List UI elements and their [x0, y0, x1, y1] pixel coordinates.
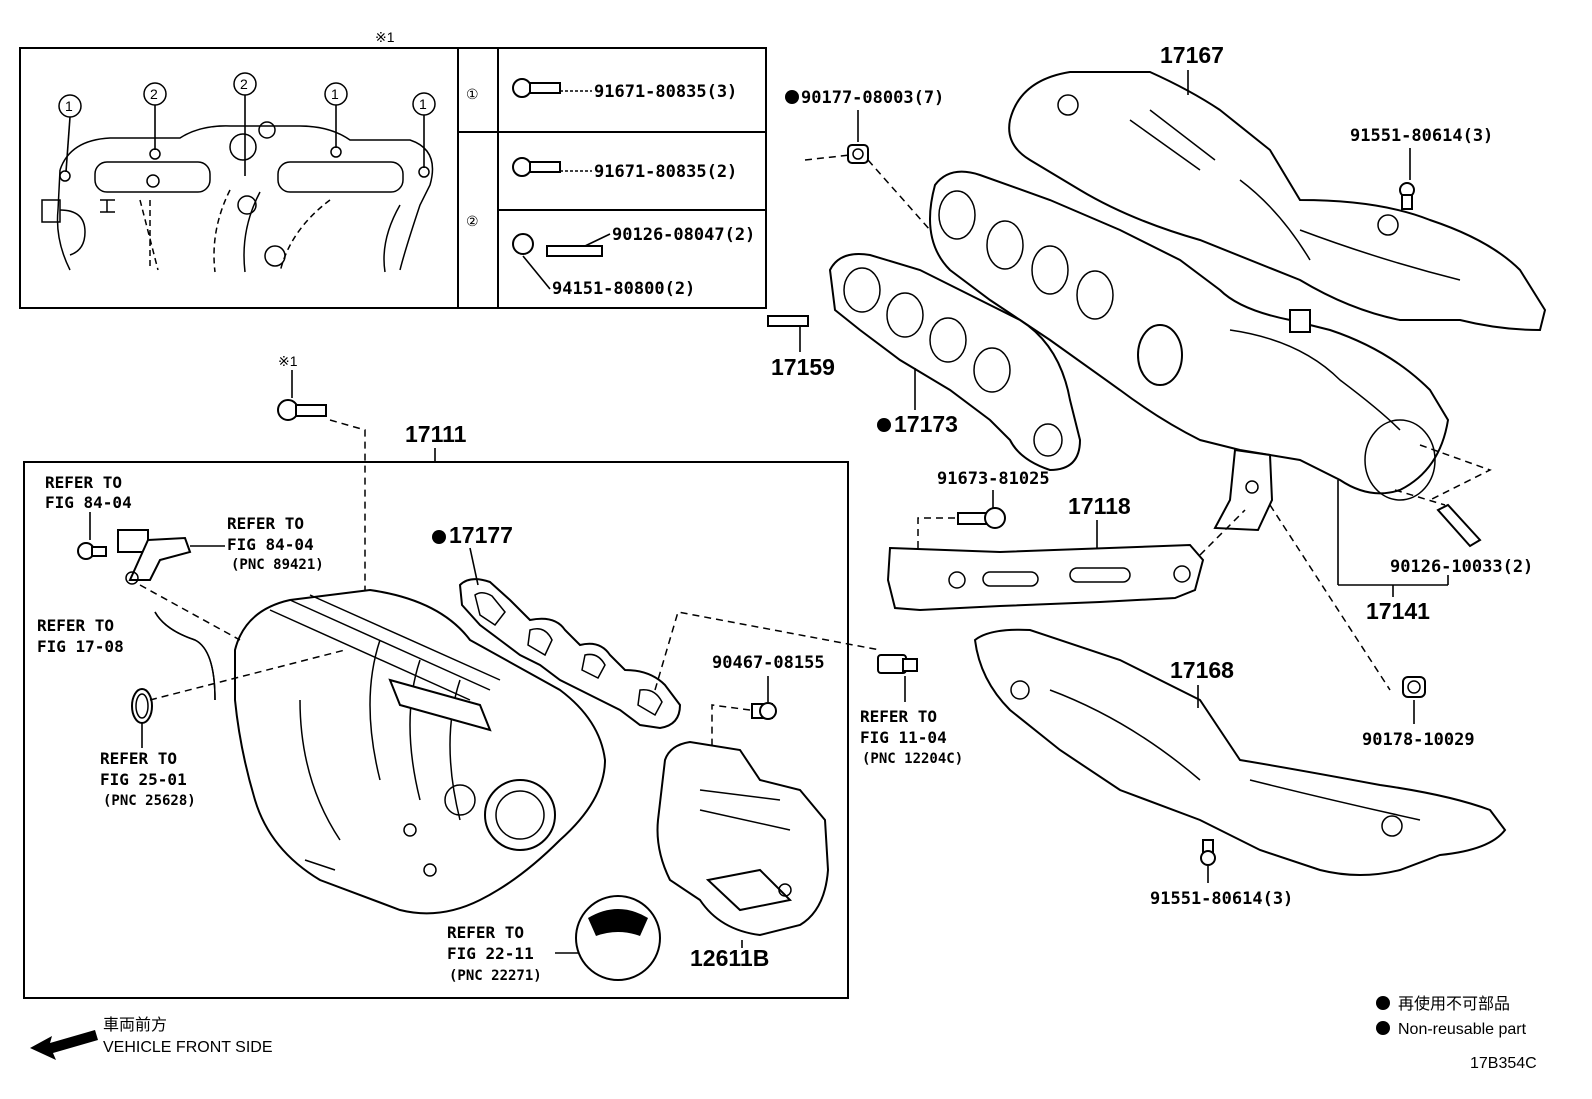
clip-icon [751, 702, 777, 720]
legend-jp: 再使用不可部品 [1398, 995, 1510, 1013]
legend-dot-icon [1376, 996, 1390, 1010]
nut-icon [1402, 676, 1426, 698]
bolt-icon [512, 157, 561, 177]
non-reusable-dot [877, 418, 891, 432]
row-marker-2: ② [466, 213, 479, 229]
part-number-17159: 17159 [771, 354, 835, 380]
fig-25-01-link[interactable]: FIG 25-01 [100, 770, 187, 789]
nut-icon [512, 233, 534, 255]
fig-17-08-link[interactable]: FIG 17-08 [37, 637, 124, 656]
part-number-90126-10033: 90126-10033(2) [1390, 557, 1533, 577]
pnc-22271: (PNC 22271) [449, 968, 542, 984]
intake-manifold-group: 17111 ※1 [23, 353, 881, 999]
intake-gasket [458, 578, 682, 730]
bolt-icon [77, 542, 107, 560]
o-ring [131, 688, 153, 724]
refer-to-label: REFER TO [45, 473, 122, 492]
intake-manifold [234, 588, 607, 915]
vehicle-front-arrow [30, 1030, 98, 1060]
fig-84-04-link[interactable]: FIG 84-04 [227, 535, 314, 554]
bolt-reference-inset: ※1 1 [19, 29, 767, 309]
asterisk-mark: ※1 [278, 353, 298, 369]
part-number-17167: 17167 [1160, 42, 1224, 68]
legend-dot-icon [1376, 1021, 1390, 1035]
part-number-17118: 17118 [1068, 493, 1131, 519]
heat-insulator-17168 [973, 628, 1507, 876]
part-number-90178-10029: 90178-10029 [1362, 730, 1475, 750]
part-number-90467-08155: 90467-08155 [712, 653, 825, 673]
part-number-17177: 17177 [449, 522, 513, 548]
non-reusable-dot [785, 90, 799, 104]
bolt-icon [1399, 182, 1415, 210]
inset-callouts: 1 2 2 1 1 [58, 72, 436, 176]
part-number-91551-80614-top: 91551-80614(3) [1350, 126, 1493, 146]
refer-to-label: REFER TO [100, 749, 177, 768]
refer-to-label: REFER TO [37, 616, 114, 635]
callout-1-a: 1 [65, 98, 73, 114]
screen-filter [575, 895, 661, 981]
exhaust-manifold-17141 [929, 170, 1450, 532]
part-number-17141: 17141 [1366, 598, 1430, 624]
part-number-17111: 17111 [405, 421, 467, 447]
callout-1-c: 1 [419, 96, 427, 112]
legend-en: Non-reusable part [1398, 1021, 1527, 1038]
stud-bolt-icon [1436, 503, 1482, 548]
part-number-91671-80835-3: 91671-80835(3) [594, 82, 737, 102]
vehicle-front-en: VEHICLE FRONT SIDE [103, 1039, 273, 1056]
callout-2-b: 2 [240, 76, 248, 92]
refer-to-label: REFER TO [227, 514, 304, 533]
fig-22-11-link[interactable]: FIG 22-11 [447, 944, 534, 963]
part-number-91551-80614-bottom: 91551-80614(3) [1150, 889, 1293, 909]
part-number-91673-81025: 91673-81025 [937, 469, 1050, 489]
asterisk-mark: ※1 [375, 29, 395, 45]
part-number-90177-08003: 90177-08003(7) [801, 88, 944, 108]
part-number-17168: 17168 [1170, 657, 1234, 683]
hose [154, 611, 216, 701]
pnc-25628: (PNC 25628) [103, 793, 196, 809]
fig-11-04-link[interactable]: FIG 11-04 [860, 728, 947, 747]
bolt-icon [277, 399, 327, 421]
row-marker-1: ① [466, 86, 479, 102]
nut-icon [847, 144, 869, 164]
part-number-17173: 17173 [894, 411, 958, 437]
fig-84-04-link[interactable]: FIG 84-04 [45, 493, 132, 512]
plug-icon [877, 654, 918, 674]
pnc-12204c: (PNC 12204C) [862, 751, 963, 767]
insulator-12611b [656, 740, 830, 937]
callout-1-b: 1 [331, 86, 339, 102]
bolt-icon [1200, 839, 1216, 866]
bracket-17118 [886, 543, 1205, 612]
diagram-code: 17B354C [1470, 1055, 1537, 1072]
refer-to-label: REFER TO [860, 707, 937, 726]
stud-bolt-icon [767, 315, 809, 327]
heat-insulator-17167 [1008, 71, 1547, 332]
part-number-91671-80835-2: 91671-80835(2) [594, 162, 737, 182]
part-number-94151-80800: 94151-80800(2) [552, 279, 695, 299]
pnc-89421: (PNC 89421) [231, 557, 324, 573]
sensor [117, 529, 192, 585]
part-number-12611b: 12611B [690, 945, 769, 971]
refer-to-label: REFER TO [447, 923, 524, 942]
part-number-90126-08047: 90126-08047(2) [612, 225, 755, 245]
exhaust-gasket-17173 [828, 253, 1082, 472]
bolt-icon [957, 507, 1006, 529]
vehicle-front-jp: 車両前方 [103, 1016, 167, 1034]
non-reusable-dot [432, 530, 446, 544]
callout-2-a: 2 [150, 86, 158, 102]
stud-bolt-icon [546, 245, 603, 257]
bolt-icon [512, 78, 561, 98]
manifold-top-view [41, 121, 434, 273]
